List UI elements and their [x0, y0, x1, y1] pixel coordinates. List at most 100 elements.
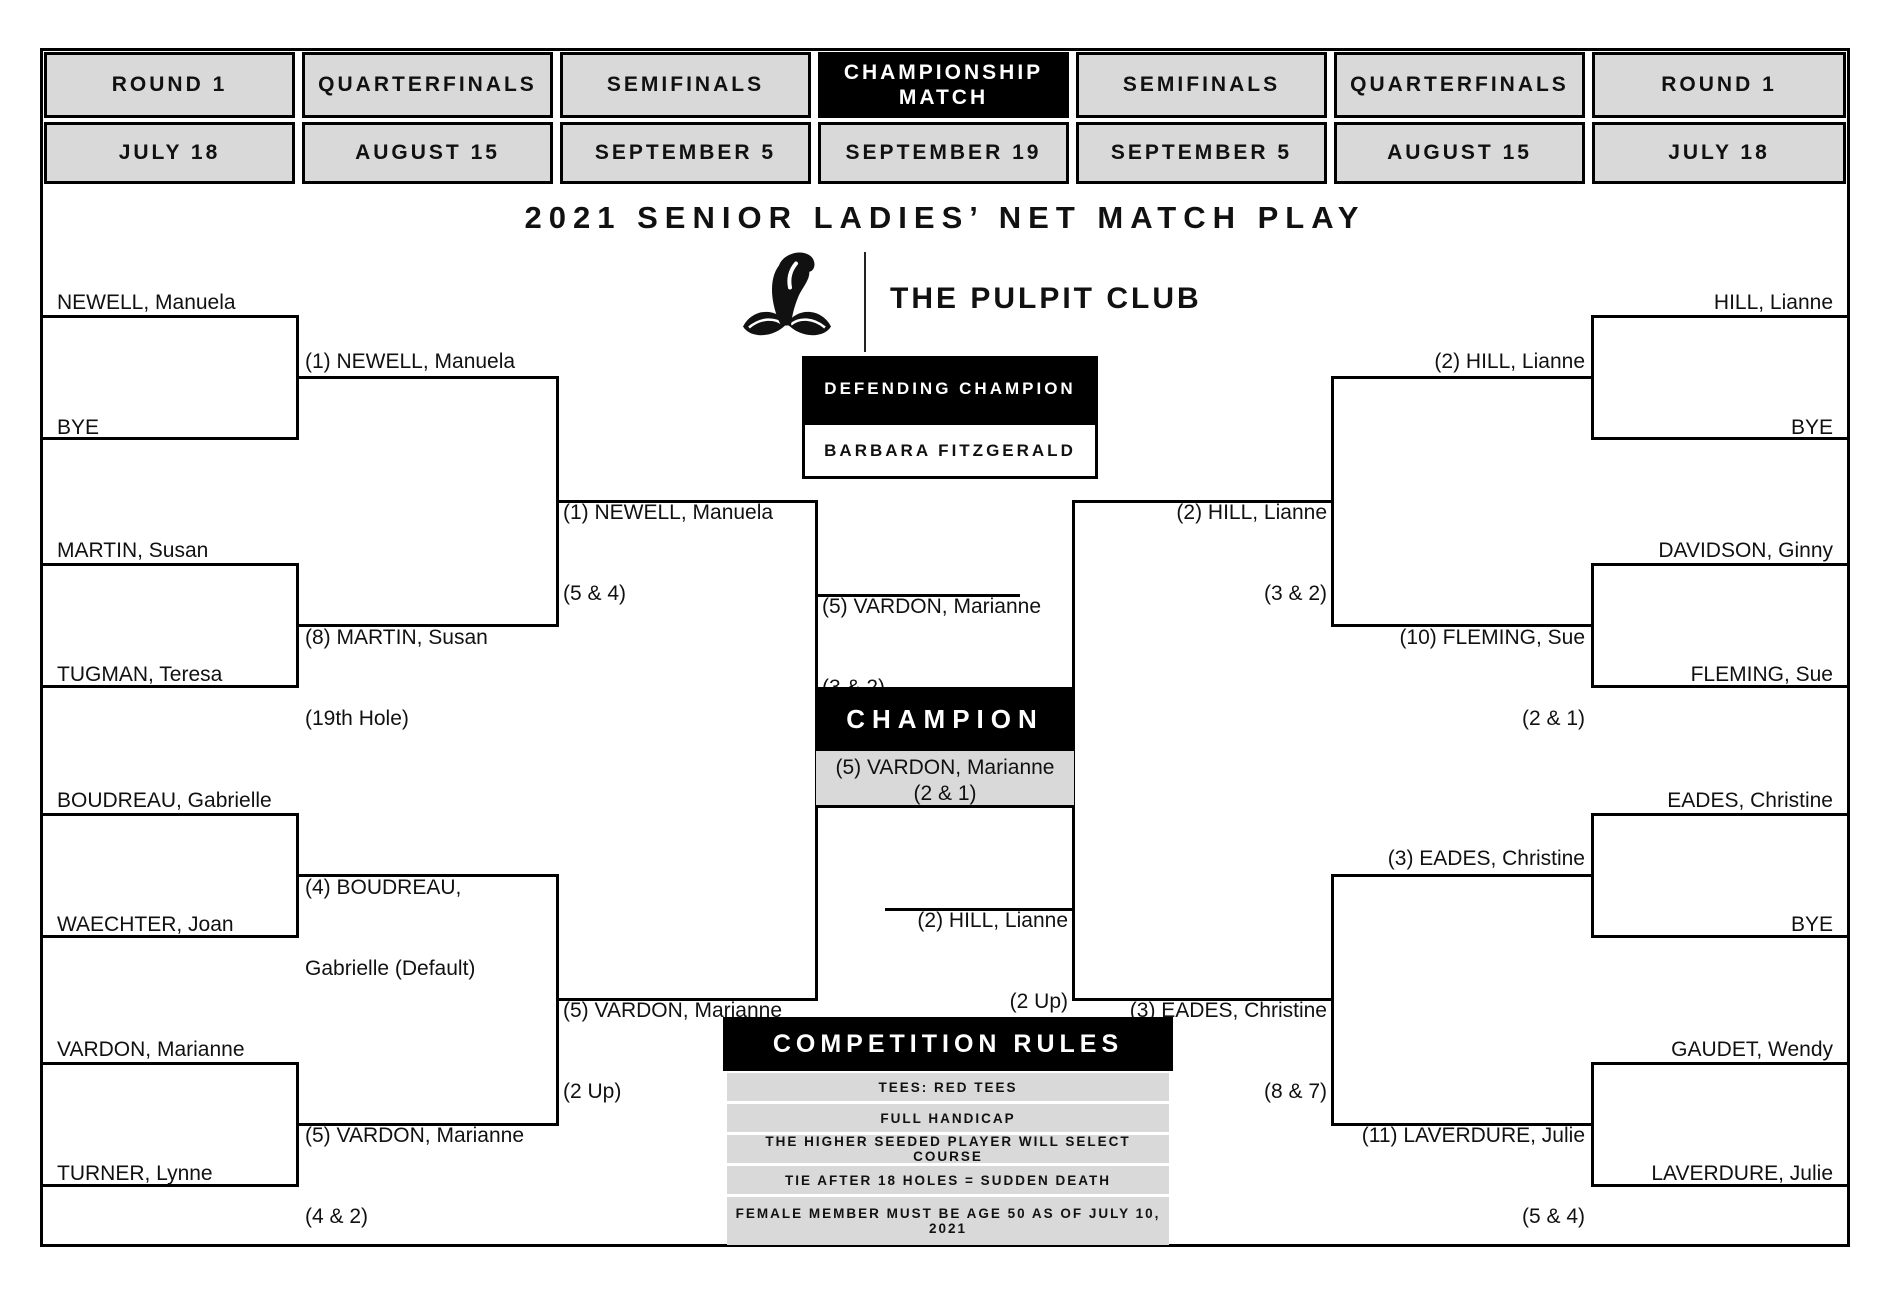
sf-winner-line1: (5) VARDON, Marianne	[563, 999, 783, 1022]
sf-winner-line1: (1) NEWELL, Manuela	[563, 501, 774, 524]
competition-rules-title: COMPETITION RULES	[772, 1029, 1124, 1058]
player-name: NEWELL, Manuela	[57, 291, 236, 314]
header-label: QUARTERFINALS	[1350, 73, 1569, 97]
connector-line	[299, 624, 557, 627]
defending-champion-name-box: BARBARA FITZGERALD	[802, 422, 1098, 479]
page-title: 2021 SENIOR LADIES’ NET MATCH PLAY	[524, 200, 1366, 235]
connector-line	[556, 500, 818, 503]
header-label: SEMIFINALS	[1122, 73, 1281, 97]
qf-winner-line1: (10) FLEMING, Sue	[1399, 626, 1585, 649]
match-box-r1	[1591, 315, 1850, 440]
date-september19: SEPTEMBER 19	[818, 122, 1069, 184]
date-august15-right: AUGUST 15	[1334, 122, 1585, 184]
qf-winner-line1: (8) MARTIN, Susan	[305, 626, 488, 649]
player-name: VARDON, Marianne	[57, 1038, 245, 1061]
finalist-line2: (2 Up)	[1009, 990, 1068, 1013]
connector-line	[299, 874, 557, 877]
connector-line	[1333, 1123, 1591, 1126]
rule-item: TIE AFTER 18 HOLES = SUDDEN DEATH	[727, 1166, 1169, 1194]
match-box-r2	[1591, 563, 1850, 688]
finalist-line1: (5) VARDON, Marianne	[822, 595, 1042, 618]
logo-divider	[864, 252, 866, 352]
header-quarterfinals-left: QUARTERFINALS	[302, 52, 553, 118]
player-name: FLEMING, Sue	[1690, 663, 1833, 686]
match-box-l4	[40, 1062, 299, 1187]
date-label: SEPTEMBER 5	[1110, 141, 1293, 165]
connector-line	[556, 998, 818, 1001]
connector-line	[299, 1123, 557, 1126]
sf-winner: (2) HILL, Lianne (3 & 2)	[1074, 445, 1327, 661]
match-box-r4	[1591, 1062, 1850, 1187]
qf-winner: (10) FLEMING, Sue (2 & 1)	[1333, 570, 1585, 786]
sf-winner-line2: (2 Up)	[563, 1080, 622, 1103]
sf-winner-line1: (2) HILL, Lianne	[1176, 501, 1327, 524]
date-label: AUGUST 15	[355, 141, 500, 165]
date-july18-left: JULY 18	[44, 122, 295, 184]
header-quarterfinals-right: QUARTERFINALS	[1334, 52, 1585, 118]
defending-champion-name: BARBARA FITZGERALD	[824, 440, 1076, 460]
connector-line	[1074, 998, 1334, 1001]
qf-winner-line2: Gabrielle (Default)	[305, 957, 476, 980]
connector-line	[1333, 874, 1591, 877]
rule-item: TEES: RED TEES	[727, 1073, 1169, 1101]
connector-line	[299, 376, 557, 379]
player-name: WAECHTER, Joan	[57, 913, 234, 936]
header-label: ROUND 1	[1661, 73, 1777, 97]
champion-score: (2 & 1)	[913, 782, 977, 805]
date-label: AUGUST 15	[1387, 141, 1532, 165]
header-label: CHAMPIONSHIP MATCH	[843, 60, 1044, 109]
defending-champion-banner: DEFENDING CHAMPION	[802, 356, 1098, 422]
date-september5-right: SEPTEMBER 5	[1076, 122, 1327, 184]
champion-banner: CHAMPION	[816, 687, 1074, 751]
club-name: THE PULPIT CLUB	[890, 282, 1202, 315]
date-july18-right: JULY 18	[1592, 122, 1846, 184]
qf-winner-line1: (4) BOUDREAU,	[305, 876, 462, 899]
qf-winner-line1: (5) VARDON, Marianne	[305, 1124, 525, 1147]
connector-line	[1333, 624, 1591, 627]
qf-winner: (8) MARTIN, Susan (19th Hole)	[305, 570, 488, 786]
sf-winner-line2: (3 & 2)	[1263, 582, 1327, 605]
qf-winner: (1) NEWELL, Manuela	[305, 350, 516, 373]
connector-line	[1333, 376, 1591, 379]
header-label: SEMIFINALS	[606, 73, 765, 97]
connector-line	[1074, 500, 1334, 503]
player-name: TURNER, Lynne	[57, 1162, 213, 1185]
player-name: BYE	[1790, 913, 1833, 936]
sf-winner-line2: (5 & 4)	[563, 582, 627, 605]
sf-winner: (3) EADES, Christine (8 & 7)	[1074, 943, 1327, 1159]
header-championship-match: CHAMPIONSHIP MATCH	[818, 52, 1069, 118]
match-box-l1	[40, 315, 299, 440]
qf-winner: (3) EADES, Christine	[1387, 847, 1585, 870]
finalist-line-left	[816, 594, 1020, 597]
rule-item: THE HIGHER SEEDED PLAYER WILL SELECT COU…	[727, 1134, 1169, 1164]
qf-winner: (4) BOUDREAU, Gabrielle (Default)	[305, 820, 475, 1036]
match-box-l3	[40, 813, 299, 938]
defending-champion-label: DEFENDING CHAMPION	[824, 379, 1076, 398]
finalist-line-right	[885, 908, 1074, 911]
competition-rules-body: TEES: RED TEES FULL HANDICAP THE HIGHER …	[727, 1073, 1169, 1245]
rule-item: FULL HANDICAP	[727, 1104, 1169, 1132]
player-name: MARTIN, Susan	[57, 539, 209, 562]
qf-winner-line2: (19th Hole)	[305, 707, 409, 730]
sf-winner: (1) NEWELL, Manuela (5 & 4)	[563, 445, 773, 661]
player-name: BOUDREAU, Gabrielle	[57, 789, 272, 812]
champion-label: CHAMPION	[846, 703, 1044, 734]
date-august15-left: AUGUST 15	[302, 122, 553, 184]
header-label: QUARTERFINALS	[318, 73, 537, 97]
match-box-r3	[1591, 813, 1850, 938]
date-label: JULY 18	[1668, 141, 1770, 165]
player-name: GAUDET, Wendy	[1671, 1038, 1833, 1061]
sf-winner-line1: (3) EADES, Christine	[1129, 999, 1327, 1022]
sf-winner: (5) VARDON, Marianne (2 Up)	[563, 943, 782, 1159]
qf-winner-line2: (5 & 4)	[1521, 1205, 1585, 1228]
qf-winner: (11) LAVERDURE, Julie (5 & 4)	[1333, 1068, 1585, 1284]
champion-name-box: (5) VARDON, Marianne (2 & 1)	[816, 751, 1074, 808]
qf-winner-line2: (2 & 1)	[1521, 707, 1585, 730]
player-name: EADES, Christine	[1667, 789, 1833, 812]
header-semifinals-right: SEMIFINALS	[1076, 52, 1327, 118]
finalist-right: (2) HILL, Lianne (2 Up)	[816, 853, 1068, 1069]
finalist-line1: (2) HILL, Lianne	[917, 909, 1068, 932]
date-label: SEPTEMBER 5	[594, 141, 777, 165]
header-label: ROUND 1	[111, 73, 228, 97]
